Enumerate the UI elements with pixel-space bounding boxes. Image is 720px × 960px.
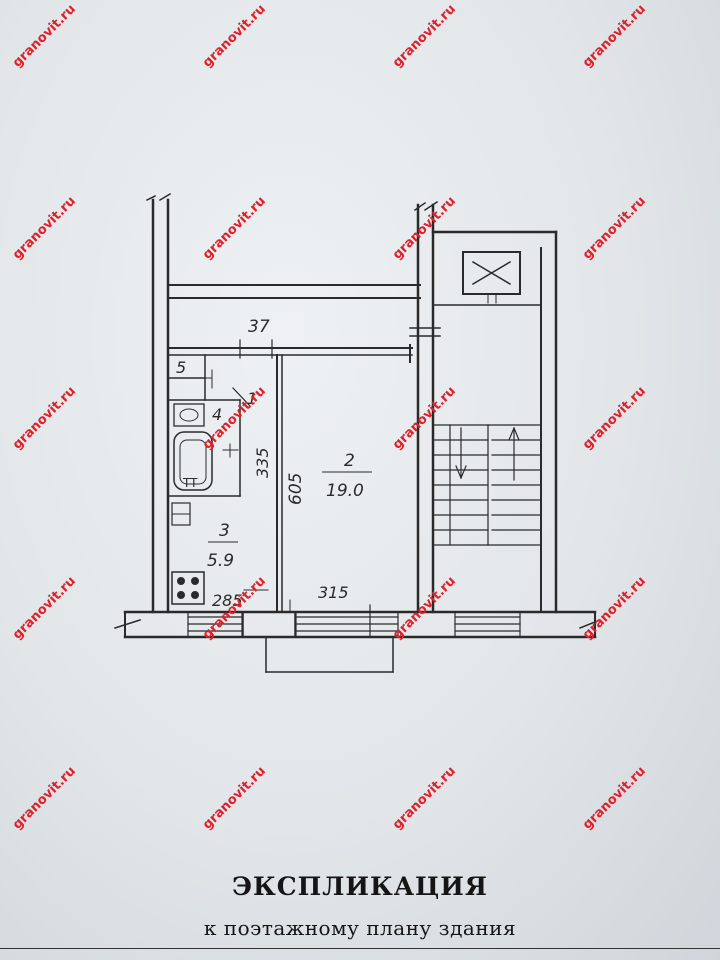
dimension-ticks — [243, 589, 291, 613]
balcony-slab — [265, 636, 394, 673]
table-border — [0, 948, 720, 949]
room5-box — [167, 354, 213, 401]
room4-number: 4 — [212, 405, 222, 424]
room2-left-wall — [276, 354, 283, 613]
room2-window — [295, 604, 399, 638]
kitchen-window — [187, 611, 243, 638]
stair-window — [454, 611, 521, 638]
room2-number: 2 — [344, 451, 355, 471]
dim-room2-315: 315 — [318, 583, 349, 602]
explication-subtitle: к поэтажному плану здания — [203, 916, 517, 940]
corridor-partition — [167, 339, 413, 363]
dim-corridor-37: 37 — [248, 317, 270, 337]
room5-number: 5 — [176, 358, 186, 377]
central-wall — [409, 200, 441, 614]
sink — [173, 403, 205, 427]
room2-area: 19.0 — [326, 481, 364, 501]
bathtub — [173, 431, 213, 491]
dim-kitchen-285: 285 — [212, 591, 243, 610]
stove — [171, 571, 205, 605]
room3-number: 3 — [219, 521, 230, 541]
balcony-band — [167, 284, 421, 299]
room1-number: 1 — [247, 389, 257, 408]
balcony-door — [242, 611, 296, 638]
explication-title: ЭКСПЛИКАЦИЯ — [232, 872, 488, 901]
facade-wall — [114, 610, 601, 639]
left-outer-wall — [145, 192, 172, 614]
dim-room2-605: 605 — [286, 473, 306, 505]
room3-area: 5.9 — [207, 551, 234, 571]
kitchen-sink — [171, 502, 191, 526]
bathroom-box — [167, 387, 251, 497]
dim-hall-335: 335 — [253, 447, 272, 478]
stairwell — [431, 230, 558, 614]
toilet-label: TT — [182, 476, 198, 490]
stair-flights — [432, 424, 542, 546]
